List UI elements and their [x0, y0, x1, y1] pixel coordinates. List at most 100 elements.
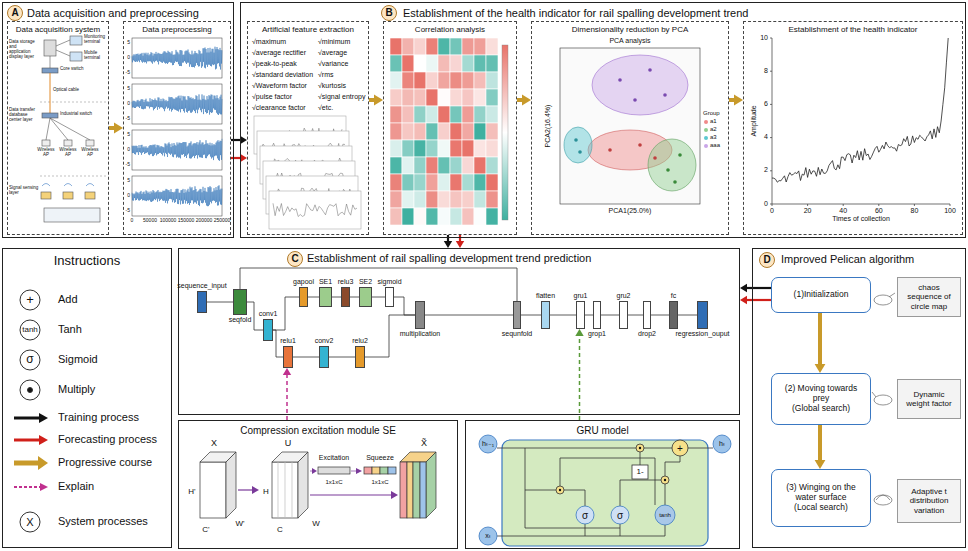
label: 10	[760, 34, 768, 42]
gru-cell-figure	[559, 489, 561, 491]
label: H	[263, 488, 269, 497]
node-text: √average	[318, 49, 347, 57]
se-module-figure	[200, 462, 226, 518]
se-module-figure	[278, 462, 292, 518]
layer-label: flatten	[536, 292, 555, 300]
layer-block: gru2	[619, 301, 628, 329]
panel-letter: C	[291, 253, 298, 265]
label: 200000	[196, 218, 213, 224]
instruction-symbols	[14, 290, 48, 532]
correlation-heatmap	[438, 174, 450, 191]
label: 50000	[143, 218, 157, 224]
label: W	[312, 520, 320, 529]
correlation-heatmap	[390, 72, 402, 89]
node-text: Compression excitation module SE	[179, 425, 457, 437]
label: 40	[839, 207, 847, 215]
panel-letter: A	[11, 7, 18, 19]
correlation-heatmap	[414, 208, 426, 225]
label: 0	[127, 101, 130, 107]
correlation-heatmap	[486, 38, 498, 55]
label: PCA2(16.4%)	[544, 105, 552, 148]
pca-scatter	[638, 143, 642, 147]
pca-scatter	[663, 93, 667, 97]
correlation-heatmap	[414, 140, 426, 157]
correlation-heatmap	[450, 140, 462, 157]
correlation-heatmap	[414, 55, 426, 72]
connector	[746, 287, 771, 289]
layer-block: relu1	[283, 346, 293, 368]
health-indicator-axes	[772, 38, 950, 204]
correlation-heatmap	[438, 38, 450, 55]
se-module-figure	[364, 467, 372, 474]
pelican-figures	[874, 395, 892, 405]
label: Squeeze	[366, 454, 394, 462]
pca-scatter	[560, 48, 700, 204]
note-box: Adaptive t distribution variation	[897, 479, 961, 523]
pca-scatter	[633, 98, 637, 102]
connector	[207, 302, 233, 303]
label: σ	[26, 353, 33, 366]
network-illustration	[46, 118, 90, 140]
connector	[651, 315, 669, 316]
waveform	[132, 47, 222, 70]
layer-block: gru1	[576, 301, 585, 329]
label: -5	[126, 116, 130, 122]
correlation-heatmap	[474, 157, 486, 174]
network-illustration	[70, 52, 82, 61]
correlation-heatmap	[486, 106, 498, 123]
legend-text: Forecasting process	[58, 433, 157, 446]
label: 1-	[636, 468, 643, 477]
health-indicator-axes	[770, 38, 950, 206]
layer-label: conv1	[259, 310, 278, 318]
se-module-figure	[388, 467, 396, 474]
node-text: Data acquisition and preprocessing	[27, 7, 199, 20]
se-module-figure	[200, 452, 436, 518]
correlation-heatmap	[486, 208, 498, 225]
correlation-heatmap	[402, 140, 414, 157]
node-text: (Local search)	[794, 503, 848, 513]
connector	[521, 315, 541, 316]
node-text: chaos sequence of circle map	[902, 283, 956, 311]
label: 5	[127, 178, 130, 184]
feature-signal-stack	[273, 203, 357, 216]
instruction-symbols	[20, 290, 40, 310]
instruction-symbols	[28, 388, 33, 393]
node-text: (2) Moving towards prey	[776, 384, 866, 404]
label: X	[26, 516, 33, 528]
correlation-heatmap	[462, 38, 474, 55]
correlation-heatmap	[438, 89, 450, 106]
correlation-heatmap	[462, 72, 474, 89]
correlation-heatmap	[426, 208, 438, 225]
correlation-heatmap	[426, 55, 438, 72]
se-module-figure	[238, 489, 253, 490]
instruction-symbols	[39, 435, 48, 445]
label: 4	[764, 133, 768, 141]
pca-scatter	[653, 156, 657, 160]
connector	[746, 299, 771, 301]
label: Group	[703, 110, 720, 117]
correlation-heatmap	[402, 123, 414, 140]
gru-cell-figure	[560, 458, 655, 505]
instruction-symbols	[20, 320, 40, 340]
legend-text: a3	[710, 134, 717, 141]
label: 100000	[160, 218, 177, 224]
correlation-heatmap	[474, 123, 486, 140]
health-indicator-curve	[772, 38, 948, 182]
panel-badge: A	[7, 5, 23, 21]
pca-scatter	[564, 127, 592, 163]
connector	[628, 315, 643, 316]
network-illustration	[44, 40, 56, 56]
label: PCA1(25.0%)	[609, 207, 652, 215]
layer-block: relu2	[355, 346, 365, 368]
pelican-figures	[872, 293, 895, 505]
label: X̃	[421, 439, 427, 449]
connector	[308, 297, 319, 298]
correlation-heatmap	[402, 72, 414, 89]
node-text: √clearance factor	[252, 104, 306, 112]
pca-scatter	[666, 153, 682, 184]
connector	[579, 335, 581, 420]
se-module-figure	[318, 467, 350, 474]
connector	[585, 315, 593, 316]
correlation-heatmap	[414, 38, 426, 55]
correlation-heatmap	[474, 72, 486, 89]
